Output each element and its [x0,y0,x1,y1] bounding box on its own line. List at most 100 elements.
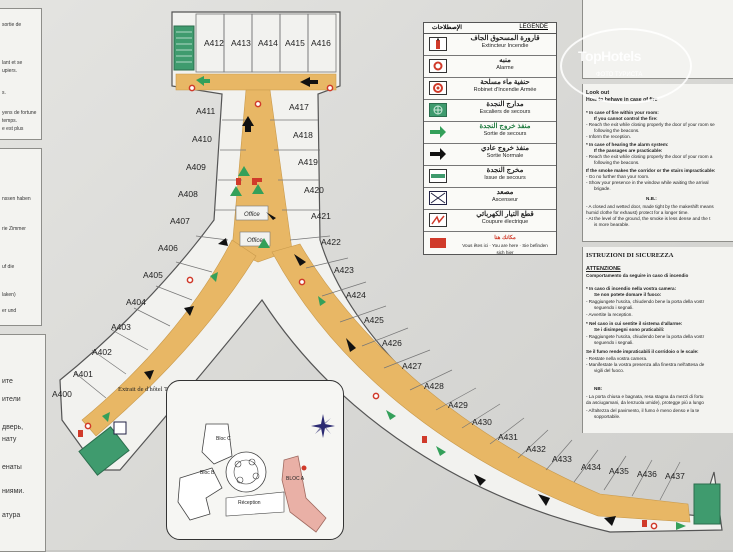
black-arrow-icon [346,338,356,352]
en-line-9: following the beacons. [594,160,640,165]
emergency-exit-arrows [102,76,686,530]
legend-title-arabic: الإصطلاحات [432,25,462,31]
corridor-right [271,243,691,523]
room-A413: A413 [231,38,251,48]
you-are-here-icon [430,238,446,248]
green-arrow-icon [210,272,218,282]
room-A428: A428 [424,381,444,391]
room-A403: A403 [111,322,131,332]
green-arrow-icon [258,238,270,248]
room-labels: A412 A413 A414 A415 A416 A411 A410 A409 … [52,38,685,481]
alarm-icon [429,59,447,73]
attenzione-heading: ATTENZIONE [586,266,621,272]
room-A420: A420 [304,185,324,195]
bloc-c-shape [201,423,233,465]
room-A425: A425 [364,315,384,325]
room-A409: A409 [186,162,206,172]
en-line-17: is more bearable. [594,222,630,227]
en-line-10: If the smoke makes the corridor or the s… [586,168,716,173]
green-arrow-icon [386,410,396,420]
office-label-1: Office [244,212,260,218]
legend-fr-issue: Issue de secours [484,175,526,181]
legend-ar-emergency-exit: منفذ خروج النجدة [479,123,531,130]
legend-row-elevator: مصعد Ascenseur [424,188,556,210]
english-instructions-box [582,84,733,242]
green-arrow-icon [238,166,250,176]
green-arrow-icon [436,446,446,456]
room-A435: A435 [609,466,629,476]
green-arrow-icon [430,126,446,138]
room-A415: A415 [285,38,305,48]
green-arrow-icon [196,76,210,86]
room-A407: A407 [170,216,190,226]
left-text-13: ите [2,378,13,385]
room-A434: A434 [581,462,601,472]
left-text-8: nssen haben [2,196,31,202]
left-panel-bottom [0,334,46,552]
left-text-12: er und [2,308,17,314]
stairs-bottom-left [78,426,130,476]
room-A437: A437 [665,471,685,481]
it-line-9: seguendo i segnali. [594,340,634,345]
left-text-9: rie Zimmer [2,226,26,232]
you-are-here-icon [256,178,262,182]
it-line-5: - Avvertite la reception. [586,312,633,317]
en-line-11: - Go no further than your room. [586,174,650,179]
inset-title: Extrait de d'hôtel TOUR KHALEF [118,386,209,393]
green-arrow-icon [102,412,110,422]
left-arm-dividers [73,119,248,399]
bloc-a-shape [281,455,327,533]
legend-ar-elevator: مصعد [496,189,514,196]
green-arrow-icon [252,184,264,194]
room-A414: A414 [258,38,278,48]
legend-fr-alarm: Alarme [496,65,514,71]
black-arrow-icon [300,77,318,87]
legend-ar-extinguisher: قارورة المسحوق الجاف [470,35,540,42]
legend-ar-normal-exit: منفذ خروج عادي [481,145,529,152]
legend-row-fire-hose: حنفية ماء مسلحة Robinet d'Incendie Armée [424,78,556,100]
en-line-16: - At the level of the ground, the smoke … [586,216,711,221]
en-line-1: * In case of fire within your room: [586,110,659,115]
it-line-14: NB: [594,386,603,391]
black-arrow-icon [538,494,550,506]
black-arrow-icon [144,370,154,380]
room-A421: A421 [311,211,331,221]
room-A402: A402 [92,347,112,357]
it-line-2: Se non potete domare il fuoco: [594,292,662,297]
legend-ar-fire-hose: حنفية ماء مسلحة [480,79,530,86]
room-A410: A410 [192,134,212,144]
alarm-icon [188,84,196,92]
it-line-11: - Restate nella vostra camera. [586,356,648,361]
right-arm-dividers [270,119,681,501]
it-line-13: vigili del fuoco. [594,368,625,373]
room-A430: A430 [472,417,492,427]
left-text-6: temps. [2,118,18,124]
left-text-17: енаты [2,464,22,471]
legend-ar-alarm: منبه [499,57,511,64]
inset-you-are-here [301,465,307,471]
power-cut-icon [429,213,447,227]
black-arrow-icon [242,116,254,132]
it-line-7: Se i disimpegni sono praticabili: [594,327,665,332]
it-line-1: * In caso di incendio nella vostra camer… [586,286,677,291]
watermark-brand: TopHotels [578,48,641,64]
legend-row-emergency-exit: منفذ خروج النجدة Sortie de secours [424,122,556,144]
bloc-b-shape [177,467,223,521]
room-A433: A433 [552,454,572,464]
inset-drawing: Bloc C Bloc B BLOC A Réception [177,423,327,533]
black-arrow-icon [218,238,228,246]
legend-row-normal-exit: منفذ خروج عادي Sortie Normale [424,144,556,166]
black-arrow-icon [430,148,446,160]
room-A419: A419 [298,157,318,167]
left-text-5: yens de fortune [2,110,37,116]
left-text-15: дверь, [2,424,24,431]
room-A400: A400 [52,389,72,399]
istruzioni-heading: ISTRUZIONI DI SICUREZZA [586,252,674,259]
fire-hose-icon [429,81,447,95]
green-arrow-icon [676,522,686,530]
en-line-13: brigade. [594,186,611,191]
room-A431: A431 [498,432,518,442]
stairs-top-left [173,25,195,71]
fire-extinguisher-icon [236,178,241,185]
